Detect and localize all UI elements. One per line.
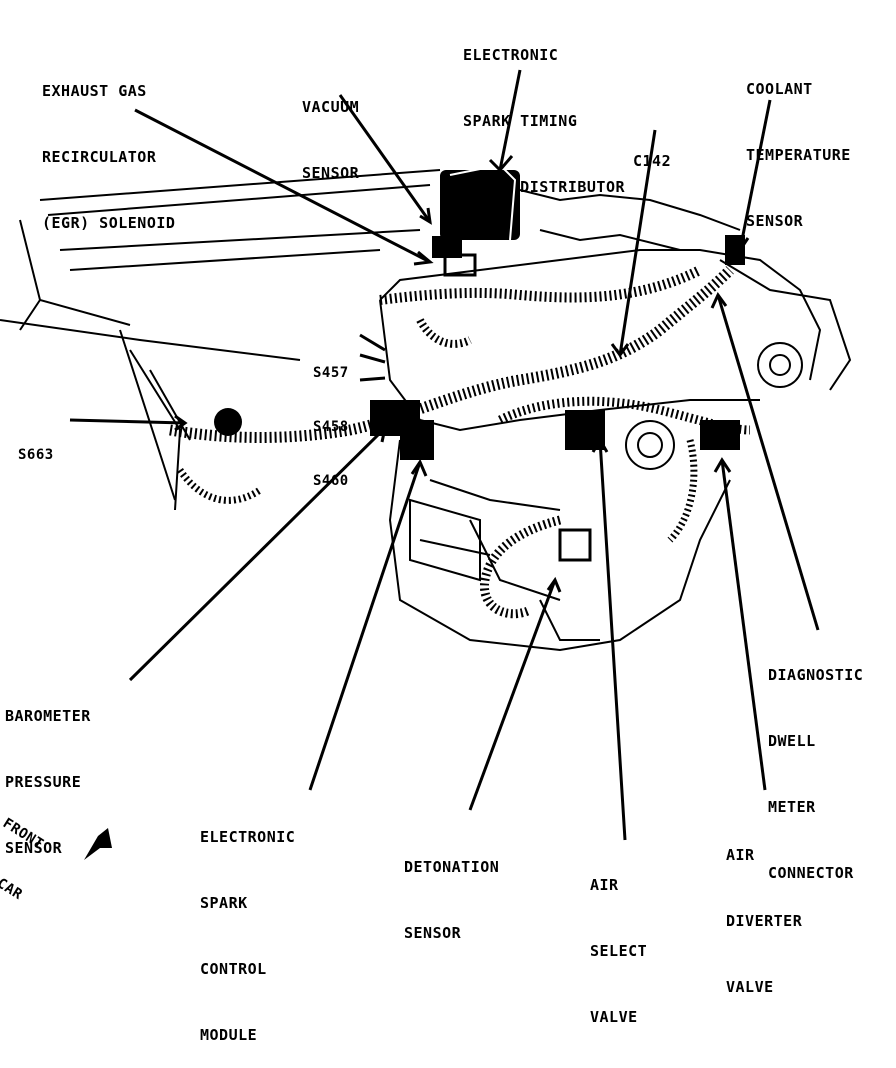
label-air-select-valve: AIR SELECT VALVE: [590, 830, 647, 1050]
label-line: DIAGNOSTIC: [768, 666, 864, 684]
label-line: RECIRCULATOR: [42, 148, 157, 166]
label-splices: S457 S458 S460: [313, 328, 349, 508]
leader-lines: [69, 69, 820, 841]
engine-block: [379, 189, 852, 652]
label-line: ELECTRONIC: [200, 828, 296, 846]
label-line: MODULE: [200, 1026, 258, 1044]
label-line: AIR: [590, 876, 619, 894]
label-line: S458: [313, 419, 349, 435]
label-line: CONTROL: [200, 960, 267, 978]
label-line: VALVE: [590, 1008, 638, 1026]
label-line: DIVERTER: [726, 912, 803, 930]
label-line: TEMPERATURE: [746, 146, 851, 164]
label-line: SENSOR: [404, 924, 462, 942]
label-line: DWELL: [768, 732, 816, 750]
label-line: VACUUM: [302, 98, 360, 116]
label-line: OF CAR: [0, 875, 26, 904]
wiring-harness: [169, 265, 751, 619]
label-vacuum-sensor: VACUUM SENSOR: [302, 52, 359, 206]
label-line: DETONATION: [404, 858, 500, 876]
label-line: SPARK TIMING: [463, 112, 578, 130]
label-air-diverter-valve: AIR DIVERTER VALVE: [726, 800, 802, 1020]
hood-outline: [0, 169, 441, 511]
label-line: AIR: [726, 846, 755, 864]
label-detonation-sensor: DETONATION SENSOR: [404, 812, 499, 966]
label-line: FRONT: [0, 815, 47, 853]
label-line: C142: [633, 152, 672, 170]
label-line: SELECT: [590, 942, 648, 960]
label-line: SENSOR: [746, 212, 804, 230]
label-line: EXHAUST GAS: [42, 82, 147, 100]
label-coolant-temperature-sensor: COOLANT TEMPERATURE SENSOR: [746, 34, 851, 254]
label-line: METER: [768, 798, 816, 816]
label-barometer-pressure-sensor: BAROMETER PRESSURE SENSOR: [5, 661, 91, 881]
label-line: (EGR) SOLENOID: [42, 214, 176, 232]
label-line: SENSOR: [302, 164, 360, 182]
distributor: [432, 163, 520, 277]
label-line: S663: [18, 447, 54, 463]
label-line: PRESSURE: [5, 773, 82, 791]
label-line: (EST) DISTRIBUTOR: [463, 178, 626, 196]
label-line: VALVE: [726, 978, 774, 996]
label-line: CONNECTOR: [768, 864, 854, 882]
label-diagnostic-dwell-meter-connector: DIAGNOSTIC DWELL METER CONNECTOR: [768, 620, 863, 906]
label-line: SENSOR: [5, 839, 63, 857]
label-line: SPARK: [200, 894, 248, 912]
label-line: S457: [313, 365, 349, 381]
label-est-distributor: ELECTRONIC SPARK TIMING (EST) DISTRIBUTO…: [463, 0, 625, 220]
label-line: BAROMETER: [5, 707, 91, 725]
label-c142: C142: [633, 106, 671, 194]
components: [214, 235, 745, 562]
label-electronic-spark-control-module: ELECTRONIC SPARK CONTROL MODULE: [200, 782, 295, 1068]
label-line: S460: [313, 473, 349, 489]
label-egr-solenoid: EXHAUST GAS RECIRCULATOR (EGR) SOLENOID: [42, 36, 175, 256]
label-line: COOLANT: [746, 80, 813, 98]
front-arrow-icon: [84, 828, 112, 860]
label-s663: S663: [18, 410, 54, 482]
label-line: ELECTRONIC: [463, 46, 559, 64]
engine-diagram: [0, 69, 852, 860]
